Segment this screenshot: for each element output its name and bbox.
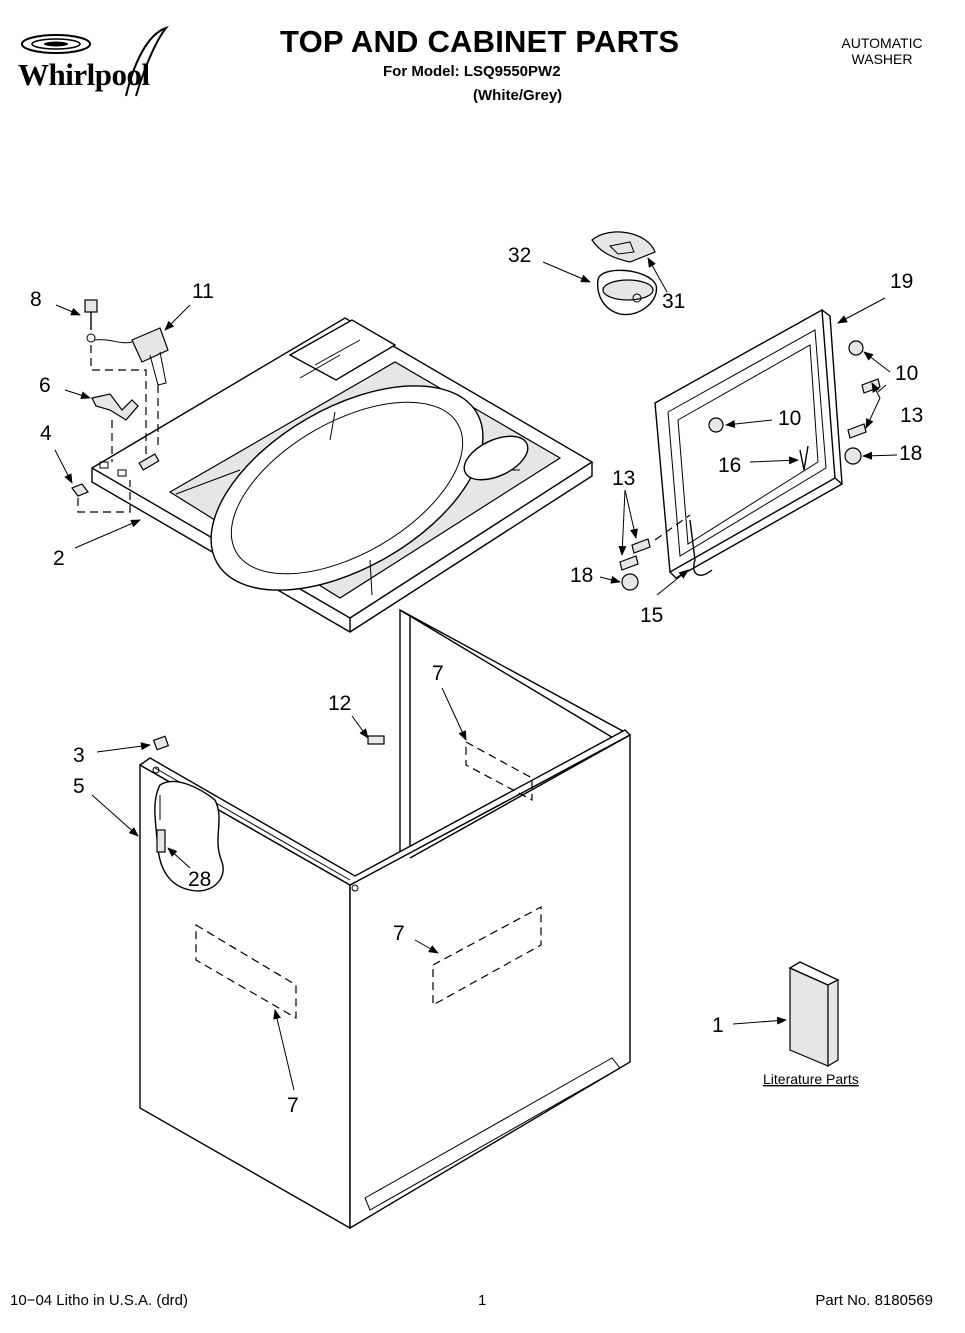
callout-13-left: 13 <box>612 467 635 490</box>
callout-28: 28 <box>188 868 211 891</box>
model-variant: (White/Grey) <box>473 87 563 104</box>
model-number: For Model: LSQ9550PW2 <box>383 63 561 80</box>
callout-10-upper: 10 <box>895 362 918 385</box>
callout-1: 1 <box>712 1014 724 1037</box>
callout-32: 32 <box>508 244 531 267</box>
callout-12: 12 <box>328 692 351 715</box>
top-panel <box>90 317 594 633</box>
callout-2: 2 <box>53 547 65 570</box>
callout-15: 15 <box>640 604 663 627</box>
part-number: Part No. 8180569 <box>815 1292 933 1309</box>
dispenser-cup <box>591 231 658 316</box>
callout-13-right: 13 <box>900 404 923 427</box>
cabinet <box>138 608 632 1230</box>
callout-3: 3 <box>73 744 85 767</box>
callout-numbers: 32 31 8 11 19 10 6 10 13 4 16 18 13 2 18… <box>30 244 923 1117</box>
callout-11: 11 <box>192 280 214 303</box>
nut-4 <box>71 483 89 497</box>
page-title: TOP AND CABINET PARTS <box>280 24 680 59</box>
lid-switch-assembly <box>94 327 169 386</box>
callout-7-front: 7 <box>393 922 405 945</box>
page-number: 1 <box>478 1292 487 1309</box>
callout-7-side: 7 <box>287 1094 299 1117</box>
callout-18-right: 18 <box>899 442 922 465</box>
litho-info: 10−04 Litho in U.S.A. (drd) <box>10 1292 189 1309</box>
callout-6: 6 <box>39 374 51 397</box>
category-line-2: WASHER <box>851 51 913 67</box>
literature-parts-label: Literature Parts <box>763 1071 859 1087</box>
clip-6 <box>91 393 139 421</box>
whirlpool-swirl-icon <box>21 25 169 97</box>
callout-7-back: 7 <box>432 662 444 685</box>
callout-5: 5 <box>73 775 85 798</box>
lid <box>619 308 881 591</box>
literature-packet <box>788 961 840 1068</box>
callout-10-lower: 10 <box>778 407 801 430</box>
category-line-1: AUTOMATIC <box>841 35 923 51</box>
callout-19: 19 <box>890 270 913 293</box>
brand-wordmark: Whirlpool <box>18 57 150 92</box>
leader-lines <box>54 257 898 1091</box>
callout-16: 16 <box>718 454 741 477</box>
callout-18-left: 18 <box>570 564 593 587</box>
screw-8 <box>84 299 98 343</box>
callout-31: 31 <box>662 290 685 313</box>
callout-8: 8 <box>30 288 42 311</box>
whirlpool-logo: Whirlpool <box>8 22 190 100</box>
callout-4: 4 <box>40 422 52 445</box>
